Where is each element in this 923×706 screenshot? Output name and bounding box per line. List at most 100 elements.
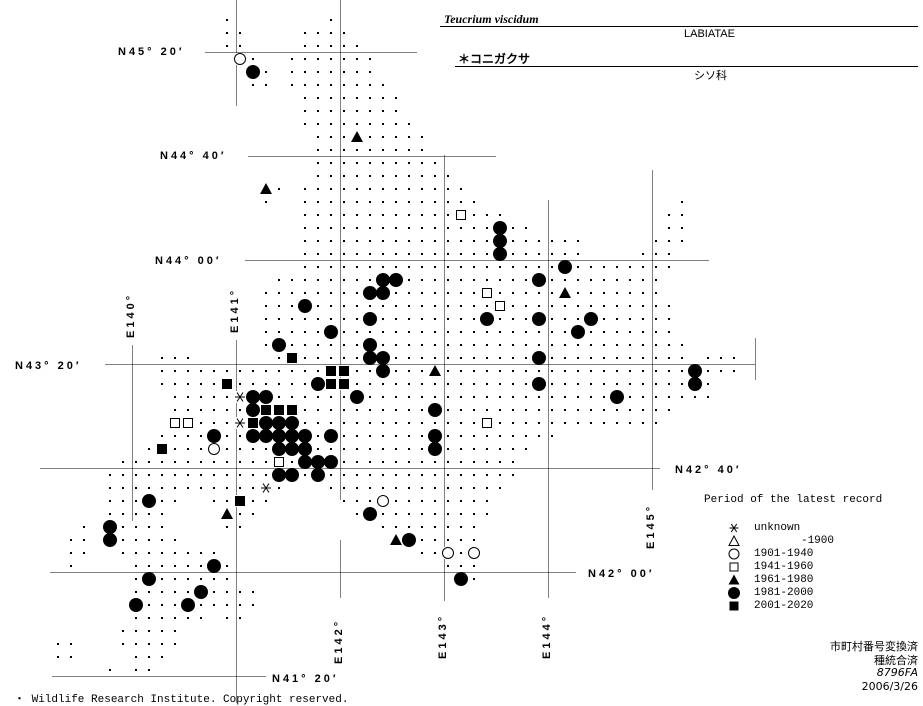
mesh-dot bbox=[174, 578, 176, 580]
mesh-dot bbox=[460, 396, 462, 398]
mesh-dot bbox=[434, 344, 436, 346]
mesh-dot bbox=[382, 409, 384, 411]
mesh-dot bbox=[187, 435, 189, 437]
mesh-dot bbox=[551, 318, 553, 320]
mesh-dot bbox=[603, 292, 605, 294]
mesh-dot bbox=[629, 331, 631, 333]
record-marker-f bbox=[376, 286, 390, 300]
mesh-dot bbox=[447, 357, 449, 359]
mesh-dot bbox=[369, 123, 371, 125]
mesh-dot bbox=[551, 435, 553, 437]
mesh-dot bbox=[382, 175, 384, 177]
mesh-dot bbox=[447, 396, 449, 398]
mesh-dot bbox=[473, 344, 475, 346]
record-marker-f bbox=[246, 390, 260, 404]
mesh-dot bbox=[291, 71, 293, 73]
mesh-dot bbox=[382, 305, 384, 307]
record-marker-f bbox=[311, 468, 325, 482]
mesh-dot bbox=[525, 240, 527, 242]
mesh-dot bbox=[161, 552, 163, 554]
mesh-dot bbox=[408, 279, 410, 281]
record-marker-s bbox=[287, 353, 297, 363]
record-marker-f bbox=[194, 585, 208, 599]
mesh-dot bbox=[135, 500, 137, 502]
mesh-dot bbox=[265, 71, 267, 73]
mesh-dot bbox=[525, 344, 527, 346]
mesh-dot bbox=[395, 344, 397, 346]
mesh-dot bbox=[369, 461, 371, 463]
mesh-dot bbox=[343, 292, 345, 294]
mesh-dot bbox=[330, 123, 332, 125]
mesh-dot bbox=[473, 279, 475, 281]
mesh-dot bbox=[356, 279, 358, 281]
mesh-dot bbox=[525, 279, 527, 281]
record-marker-f bbox=[389, 273, 403, 287]
mesh-dot bbox=[187, 591, 189, 593]
mesh-dot bbox=[343, 123, 345, 125]
mesh-dot bbox=[473, 266, 475, 268]
mesh-dot bbox=[304, 474, 306, 476]
mesh-dot bbox=[668, 357, 670, 359]
mesh-dot bbox=[330, 214, 332, 216]
mesh-dot bbox=[564, 240, 566, 242]
mesh-dot bbox=[395, 240, 397, 242]
mesh-dot bbox=[499, 214, 501, 216]
mesh-dot bbox=[616, 305, 618, 307]
mesh-dot bbox=[473, 539, 475, 541]
mesh-dot bbox=[291, 383, 293, 385]
mesh-dot bbox=[239, 474, 241, 476]
mesh-dot bbox=[161, 474, 163, 476]
mesh-dot bbox=[187, 474, 189, 476]
mesh-dot bbox=[564, 253, 566, 255]
mesh-dot bbox=[213, 591, 215, 593]
mesh-dot bbox=[369, 409, 371, 411]
copyright-notice: ・ Wildlife Research Institute. Copyright… bbox=[14, 694, 349, 706]
mesh-dot bbox=[343, 58, 345, 60]
mesh-dot bbox=[486, 266, 488, 268]
mesh-dot bbox=[525, 396, 527, 398]
mesh-dot bbox=[187, 409, 189, 411]
lon-label-145: E145° bbox=[645, 503, 657, 549]
mesh-dot bbox=[213, 409, 215, 411]
mesh-dot bbox=[499, 318, 501, 320]
mesh-dot bbox=[408, 409, 410, 411]
mesh-dot bbox=[668, 331, 670, 333]
record-marker-f bbox=[103, 520, 117, 534]
mesh-dot bbox=[421, 409, 423, 411]
mesh-dot bbox=[174, 396, 176, 398]
mesh-dot bbox=[629, 305, 631, 307]
record-marker-f bbox=[298, 299, 312, 313]
mesh-dot bbox=[447, 409, 449, 411]
mesh-dot bbox=[525, 266, 527, 268]
record-marker-f bbox=[493, 234, 507, 248]
mesh-dot bbox=[200, 370, 202, 372]
lon-label-141: E141° bbox=[229, 287, 241, 333]
mesh-dot bbox=[551, 305, 553, 307]
mesh-dot bbox=[369, 58, 371, 60]
mesh-dot bbox=[356, 110, 358, 112]
mesh-dot bbox=[369, 500, 371, 502]
legend-label: 2001-2020 bbox=[754, 599, 814, 612]
mesh-dot bbox=[304, 123, 306, 125]
mesh-dot bbox=[304, 318, 306, 320]
mesh-dot bbox=[629, 292, 631, 294]
mesh-dot bbox=[577, 279, 579, 281]
mesh-dot bbox=[343, 318, 345, 320]
mesh-dot bbox=[668, 370, 670, 372]
mesh-dot bbox=[460, 305, 462, 307]
record-marker-f bbox=[298, 442, 312, 456]
mesh-dot bbox=[395, 461, 397, 463]
mesh-dot bbox=[486, 253, 488, 255]
mesh-dot bbox=[473, 292, 475, 294]
lat-label-41-20: N41° 20′ bbox=[272, 673, 339, 685]
mesh-dot bbox=[486, 448, 488, 450]
mesh-dot bbox=[460, 370, 462, 372]
mesh-dot bbox=[629, 344, 631, 346]
record-marker-f bbox=[493, 247, 507, 261]
mesh-dot bbox=[577, 266, 579, 268]
record-marker-f bbox=[298, 455, 312, 469]
mesh-dot bbox=[473, 578, 475, 580]
mesh-dot bbox=[330, 188, 332, 190]
legend-label: -1900 bbox=[800, 534, 834, 547]
mesh-dot bbox=[187, 461, 189, 463]
